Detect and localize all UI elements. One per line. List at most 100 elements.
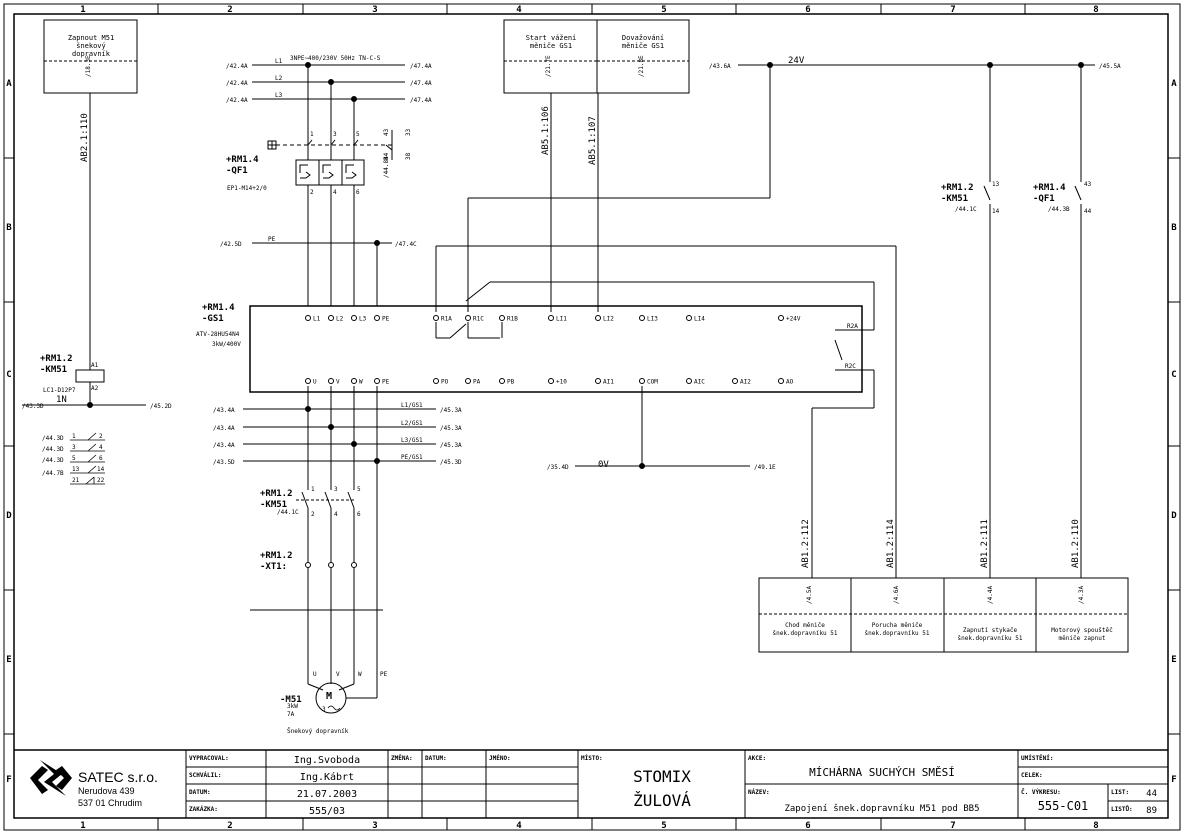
gs1-bottom-2-terminal [351, 378, 357, 384]
ref-49-1e: /49.1E [754, 464, 776, 471]
phase-ref-right-3: /47.4A [410, 97, 432, 104]
gs1-top-8-label: LI2 [603, 316, 614, 323]
gs1-bottom-8-terminal [595, 378, 601, 384]
xt1-label-1: +RM1.2 [260, 551, 293, 561]
title-block [14, 749, 1168, 818]
schvalil-value: Ing.Kábrt [300, 771, 354, 783]
gs1-bottom-8-label: AI1 [603, 379, 614, 386]
lbl-jmeno: JMÉNO: [489, 754, 511, 762]
out-wire-111: AB1.2:111 [980, 519, 990, 568]
gs1-top-11-terminal [778, 315, 784, 321]
grid-columns [4, 4, 1180, 830]
grid-col-6-bottom: 6 [805, 821, 810, 831]
company-address-2: 537 01 Chrudim [78, 798, 142, 808]
grid-col-5-bottom: 5 [661, 821, 666, 831]
out-ref-3: /4.4A [987, 586, 994, 604]
gs1-top-9-label: LI3 [647, 316, 658, 323]
motor-term-pe: PE [380, 671, 388, 678]
gs1-bottom-4-label: PO [441, 379, 449, 386]
out-ref-right-1: /45.3A [440, 407, 462, 414]
wire-1n: 1N [56, 395, 67, 405]
ref-45-5a: /45.5A [1099, 63, 1121, 70]
col1-box-line3: dopravník [72, 50, 111, 58]
gs1-bottom-5-label: PA [473, 379, 481, 386]
contact-num-13: 13 [72, 466, 80, 473]
gs1-top-3-label: PE [382, 316, 390, 323]
motor-rating-kw: 3kW [287, 703, 298, 710]
km51-main-bottom-4: 4 [334, 511, 338, 518]
motor-term-v: V [336, 671, 340, 678]
km51-contact-table [70, 432, 105, 485]
start-box-line2: měniče GS1 [530, 42, 572, 50]
grid-row-b: B [6, 223, 12, 233]
power-lines [252, 62, 405, 306]
contact-num-2: 2 [99, 433, 103, 440]
gs1-top-9-terminal [639, 315, 645, 321]
supply-label: 3NPE~400/230V 50Hz TN-C-S [290, 55, 381, 62]
km51-main-ref: /44.1C [277, 509, 299, 516]
company-address-1: Nerudova 439 [78, 786, 135, 796]
contact-num-21: 21 [72, 477, 80, 484]
km51-coil-label-1: +RM1.2 [40, 354, 73, 364]
km51-aux-13: 13 [992, 181, 1000, 188]
coil-a2: A2 [91, 385, 99, 392]
zakazka-value: 555/03 [309, 806, 345, 817]
gs1-top-0-label: L1 [313, 316, 321, 323]
out-wire-112: AB1.2:112 [801, 519, 811, 568]
qf1-top-5: 5 [356, 131, 360, 138]
lbl-nazev: NÁZEV: [748, 789, 770, 796]
gs1-label-2: -GS1 [202, 314, 224, 324]
grid-row-e: E [6, 655, 11, 665]
km51-coil-type: LC1-D12P7 [43, 387, 76, 394]
grid-col-8: 8 [1093, 5, 1098, 15]
motor-ac-icon [327, 705, 341, 711]
grid-row-e-right: E [1171, 655, 1176, 665]
listu-value: 89 [1146, 806, 1157, 816]
lbl-list: LIST: [1111, 789, 1129, 796]
grid-row-d: D [6, 511, 12, 521]
gs1-bottom-11-terminal [732, 378, 738, 384]
gs1-top-8-terminal [595, 315, 601, 321]
grid-row-d-right: D [1171, 511, 1177, 521]
phase-ref-left-2: /42.4A [226, 80, 248, 87]
phase-l2: L2 [275, 75, 283, 82]
out-box-1-line2: šnek.dopravníku 51 [772, 630, 837, 637]
contact-num-1: 1 [72, 433, 76, 440]
qf1-aux-ref: /44.8B [383, 156, 390, 178]
km51-aux-ref: /44.1C [955, 206, 977, 213]
gs1-bottom-1-terminal [328, 378, 334, 384]
pe-label: PE [268, 236, 276, 243]
gs1-drive [249, 305, 863, 393]
out-box-1-line1: Chod měniče [785, 622, 825, 629]
pe-ref-right: /47.4C [395, 241, 417, 248]
vykres-value: 555-C01 [1038, 799, 1089, 813]
gs1-bottom-9-label: COM [647, 379, 658, 386]
gs1-bottom-10-terminal [686, 378, 692, 384]
gs1-top-7-terminal [548, 315, 554, 321]
grid-col-4-bottom: 4 [516, 821, 522, 831]
dov-box-line2: měniče GS1 [622, 42, 664, 50]
gs1-bottom-10-label: AIC [694, 379, 705, 386]
km51-main-top-5: 5 [357, 486, 361, 493]
grid-row-c-right: C [1171, 370, 1176, 380]
akce-value: MÍCHÁRNA SUCHÝCH SMĚSÍ [809, 766, 955, 779]
gs1-top-1-terminal [328, 315, 334, 321]
qf1-label-1: +RM1.4 [226, 155, 259, 165]
out-ref-right-2: /45.3A [440, 425, 462, 432]
gs1-bottom-0-label: U [313, 379, 317, 386]
start-dov-boxes [503, 19, 690, 312]
km51-aux-label-2: -KM51 [941, 194, 968, 204]
km51-aux-label-1: +RM1.2 [941, 183, 974, 193]
km51-main-label-1: +RM1.2 [260, 489, 293, 499]
motor-symbol: M [326, 691, 332, 702]
lbl-zakazka: ZAKÁZKA: [189, 806, 218, 813]
grid-col-3: 3 [372, 5, 377, 15]
gs1-top-7-label: LI1 [556, 316, 567, 323]
contact-ref-1: /44.3D [42, 435, 64, 442]
out-wire-110: AB1.2:110 [1071, 519, 1081, 568]
motor-rating-a: 7A [287, 711, 295, 718]
contact-num-14: 14 [97, 466, 105, 473]
km51-coil-circuit [22, 19, 146, 408]
gs1-bottom-7-label: +10 [556, 379, 567, 386]
